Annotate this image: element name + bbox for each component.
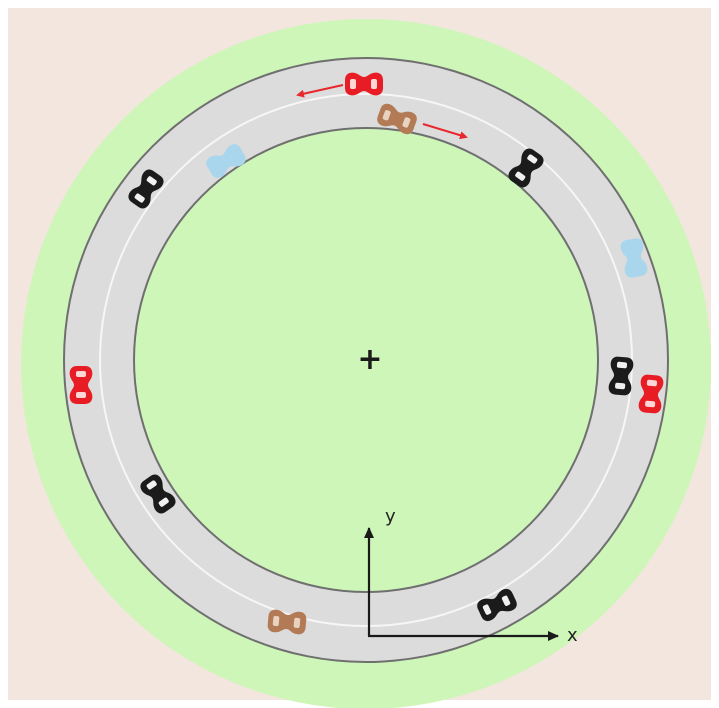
- car-red-left: [69, 366, 93, 404]
- y-axis-label: y: [385, 506, 396, 527]
- arrow-red-left: [296, 84, 344, 98]
- car-black-right: [608, 356, 634, 396]
- car-red-top: [345, 72, 383, 96]
- car-black-upper-right: [508, 148, 544, 188]
- coordinate-axes: y x: [364, 506, 578, 646]
- x-axis-label: x: [567, 625, 578, 646]
- center-marker: +: [357, 342, 382, 377]
- car-blue-upper-left: [206, 144, 246, 178]
- car-black-lower-right: [477, 588, 517, 622]
- car-black-upper-left: [128, 169, 164, 209]
- car-black-lower-left: [140, 474, 176, 514]
- car-brown-bottom: [267, 609, 307, 635]
- car-red-right: [638, 374, 664, 414]
- arrow-red-right: [422, 123, 468, 140]
- car-blue-right: [620, 238, 648, 278]
- car-brown-top: [377, 103, 417, 135]
- cars-layer: [69, 72, 664, 635]
- inner-grass-field: [135, 129, 597, 591]
- lane-divider: [99, 93, 633, 627]
